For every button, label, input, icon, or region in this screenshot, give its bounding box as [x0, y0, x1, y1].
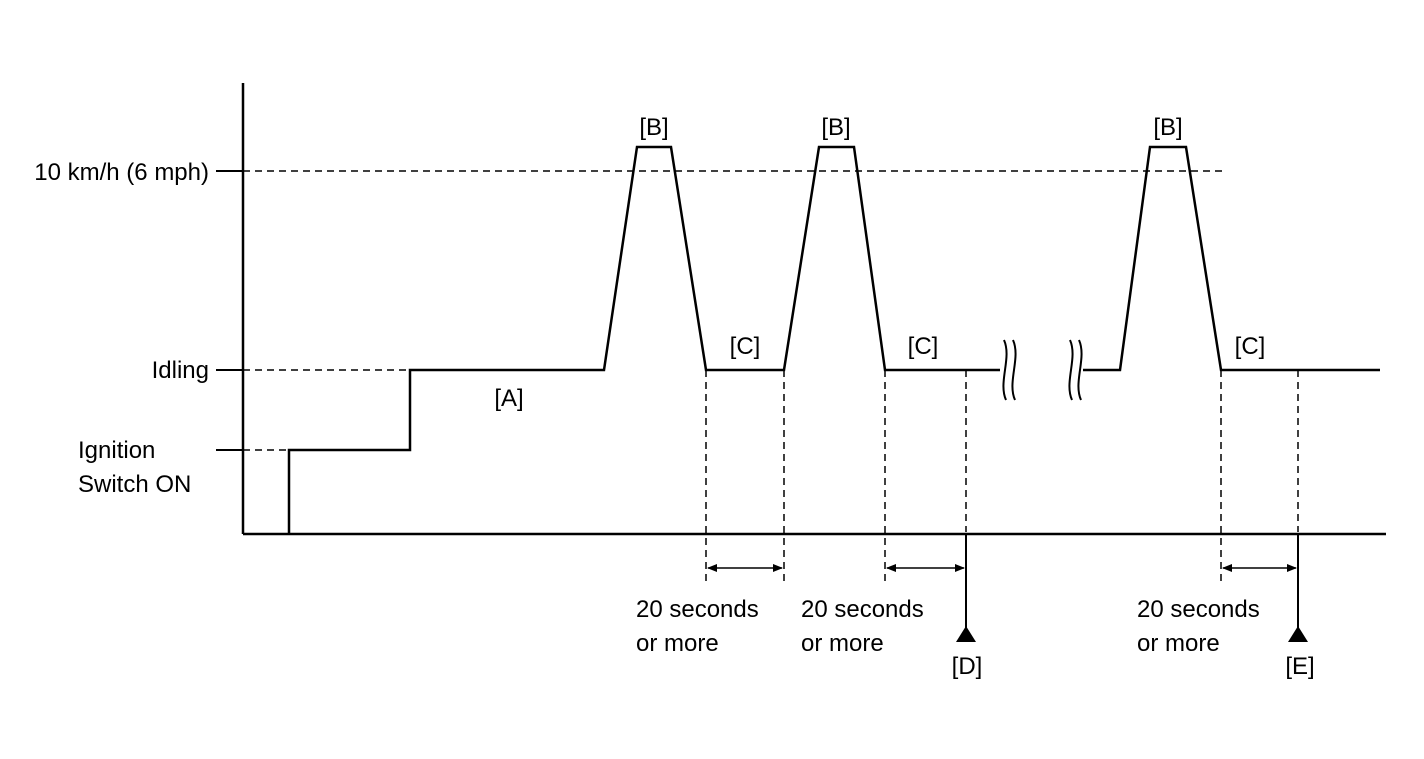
phase-c-label: [C]: [1235, 333, 1266, 360]
drive-profile-line: [287, 145, 1000, 534]
break-symbol: [1002, 339, 1083, 401]
phase-a-label: [A]: [494, 385, 523, 412]
drive-profile-line: [1083, 145, 1380, 372]
marker-e-label: [E]: [1285, 653, 1314, 680]
speed-level-label: 10 km/h (6 mph): [34, 159, 209, 186]
duration-label-line1: 20 seconds: [801, 596, 924, 623]
phase-c-label: [C]: [908, 333, 939, 360]
duration-label-line1: 20 seconds: [636, 596, 759, 623]
ignition-label-line1: Ignition: [78, 437, 155, 464]
idling-level-label: Idling: [152, 357, 209, 384]
duration-label-line2: or more: [801, 630, 884, 657]
phase-b-label: [B]: [639, 114, 668, 141]
duration-label-line2: or more: [1137, 630, 1220, 657]
ignition-label-line2: Switch ON: [78, 471, 191, 498]
marker-d-triangle: [956, 626, 976, 642]
phase-b-label: [B]: [1153, 114, 1182, 141]
marker-e-triangle: [1288, 626, 1308, 642]
duration-label-line2: or more: [636, 630, 719, 657]
phase-b-label: [B]: [821, 114, 850, 141]
marker-d-label: [D]: [952, 653, 983, 680]
duration-label-line1: 20 seconds: [1137, 596, 1260, 623]
phase-c-label: [C]: [730, 333, 761, 360]
